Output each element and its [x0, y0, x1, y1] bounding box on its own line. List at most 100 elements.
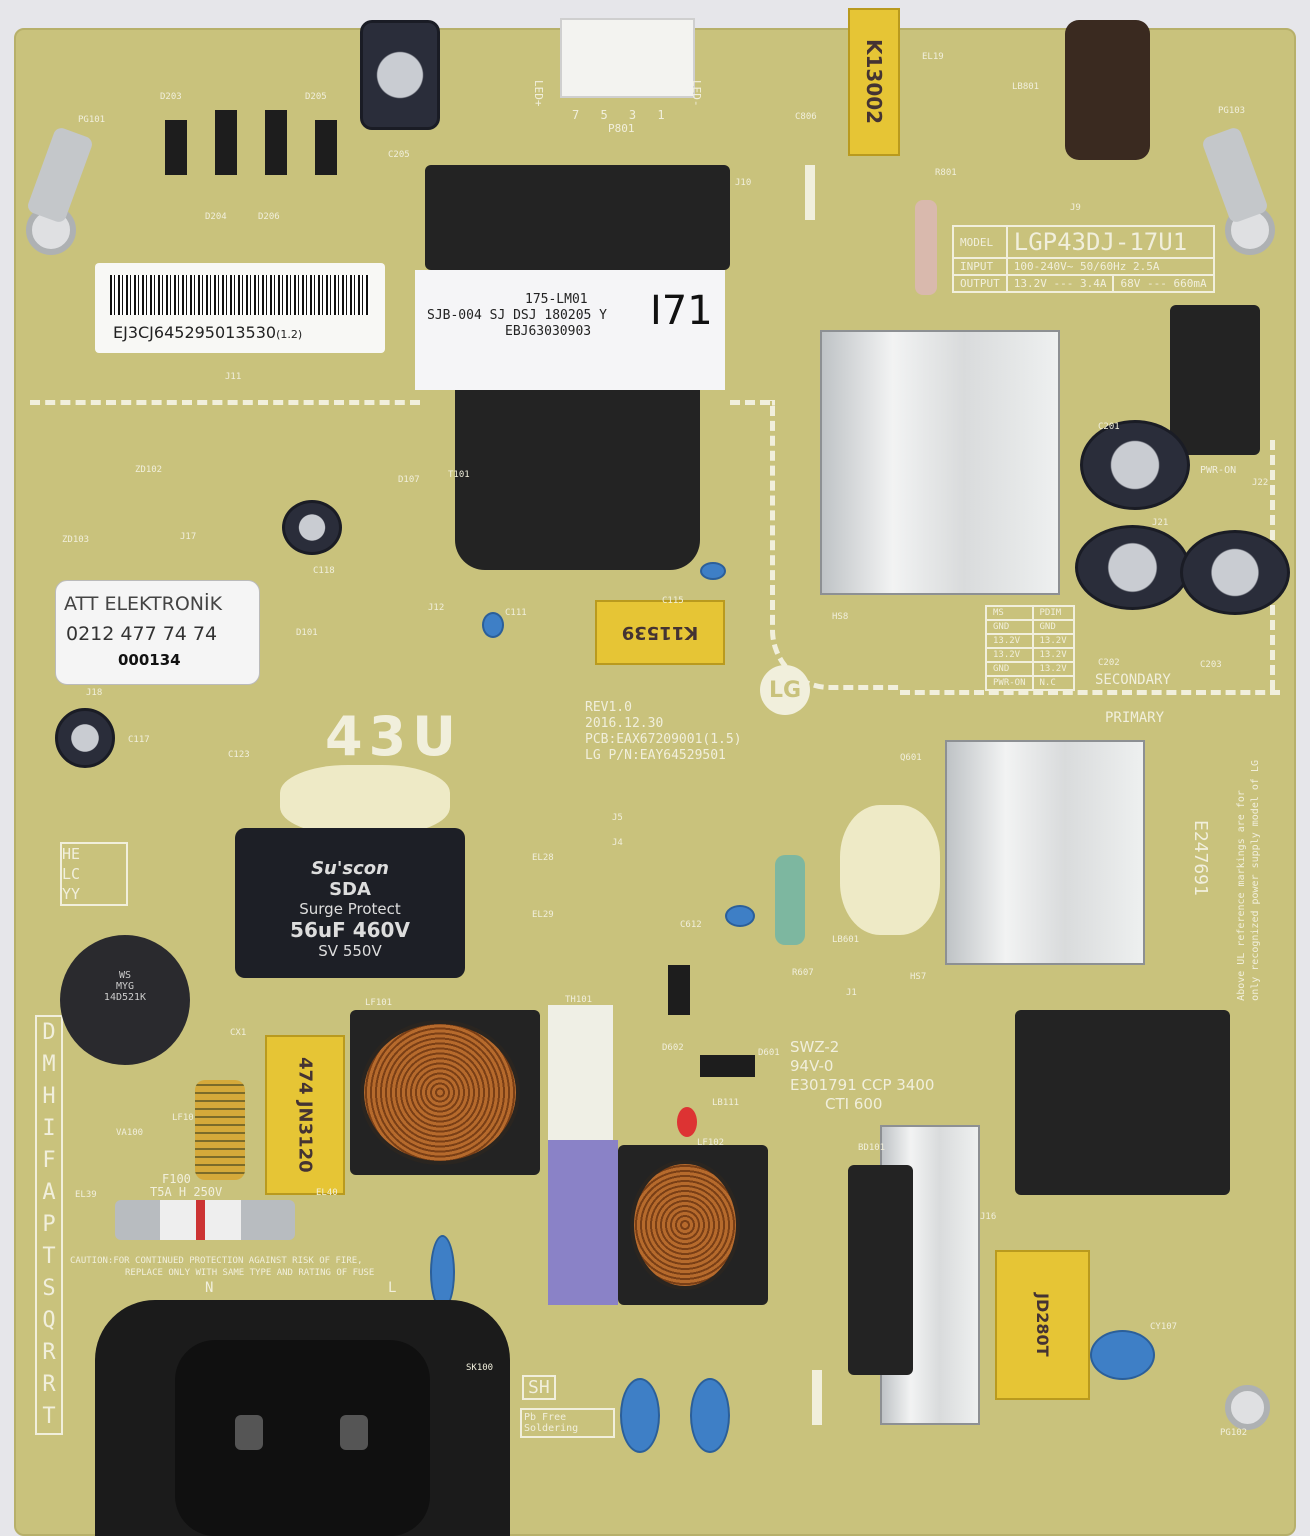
inductor-lf10 — [195, 1080, 245, 1180]
varistor-text: 14D521K — [103, 992, 147, 1003]
side-code-box: HE LC YY — [60, 842, 128, 906]
pin-header: PDIM — [1031, 605, 1075, 621]
heatsink-hs8 — [820, 330, 1060, 595]
ul-line: E301791 CCP 3400 — [790, 1076, 935, 1094]
reference-designator: C205 — [388, 150, 410, 160]
reference-designator: CX1 — [230, 1028, 247, 1038]
connector-ref: P801 — [608, 122, 635, 135]
ceramic-capacitor — [725, 905, 755, 927]
pin-cell: GND — [1031, 619, 1075, 635]
reference-designator: EL19 — [922, 52, 944, 62]
lg-logo: LG — [760, 665, 810, 715]
transformer-line3: EBJ63030903 — [505, 324, 592, 339]
reference-designator: LF101 — [365, 998, 393, 1008]
side-code: HE — [62, 845, 81, 863]
x-capacitor-jn3120: 474 JN3120 — [265, 1035, 345, 1195]
diode — [668, 965, 690, 1015]
ceramic-capacitor — [482, 612, 504, 638]
fuse-rating: T5A H 250V — [150, 1185, 223, 1199]
reference-designator: C203 — [1200, 660, 1222, 670]
transformer-t101-core — [455, 390, 700, 570]
reference-designator: HS7 — [910, 972, 927, 982]
pin-cell: GND — [985, 619, 1034, 635]
resistor-r801 — [915, 200, 937, 295]
pin-cell: 13.2V — [985, 647, 1034, 663]
varistor: WS MYG 14D521K — [60, 935, 190, 1065]
y-capacitor — [430, 1235, 455, 1310]
pin-cell: 13.2V — [1031, 647, 1075, 663]
barcode-sticker: EJ3CJ645295013530(1.2) — [95, 263, 385, 353]
socket-pin — [340, 1415, 368, 1450]
glue — [840, 805, 940, 935]
arrow-down-icon — [812, 1370, 832, 1425]
reference-designator: J5 — [612, 813, 623, 823]
reference-designator: R801 — [935, 168, 957, 178]
fuse-f100 — [115, 1200, 295, 1240]
reference-designator: D203 — [160, 92, 182, 102]
reference-designator: J12 — [428, 603, 445, 613]
reference-designator: LF102 — [697, 1138, 725, 1148]
cap-value: 56uF 460V — [290, 918, 410, 942]
output-key: OUTPUT — [952, 274, 1008, 293]
x-capacitor-purple — [548, 1140, 618, 1305]
side-code: YY — [62, 885, 81, 903]
output-value-1: 13.2V --- 3.4A — [1005, 274, 1115, 293]
led-minus-label: LED- — [690, 80, 703, 107]
varistor-text: MYG — [115, 981, 135, 992]
reference-designator: HS8 — [832, 612, 849, 622]
reference-designator: TH101 — [565, 995, 593, 1005]
y-capacitor — [690, 1378, 730, 1453]
isolation-line — [730, 400, 770, 405]
pin-cell: 13.2V — [1031, 661, 1075, 677]
input-key: INPUT — [952, 257, 1008, 276]
reference-designator: LF10 — [172, 1113, 194, 1123]
secondary-label: SECONDARY — [1095, 672, 1171, 688]
size-label: 43U — [325, 705, 462, 768]
barcode-number: EJ3CJ645295013530 — [113, 323, 277, 342]
transformer-code: I71 — [650, 288, 713, 334]
ac-socket[interactable] — [175, 1340, 430, 1536]
socket-pin — [235, 1415, 263, 1450]
mounting-hole — [1225, 1385, 1270, 1430]
bridge-rectifier-bd101 — [848, 1165, 913, 1375]
ul-note-line: Above UL reference markings are for — [1236, 790, 1247, 1001]
reference-designator: EL28 — [532, 853, 554, 863]
reference-designator: J22 — [1252, 478, 1269, 488]
part-number: LG P/N:EAY64529501 — [585, 748, 726, 763]
reference-designator: J21 — [1152, 518, 1169, 528]
pin-header: MS — [985, 605, 1034, 621]
reference-designator: C117 — [128, 735, 150, 745]
sh-label: SH — [522, 1375, 556, 1400]
dealer-phone: 0212 477 74 74 — [66, 623, 218, 645]
transformer-line2: SJB-004 SJ DSJ 180205 Y — [427, 308, 608, 323]
transformer-line1: 175-LM01 — [525, 292, 588, 307]
y-capacitor-jd280t: JD280T — [995, 1250, 1090, 1400]
varistor-text: WS — [118, 970, 132, 981]
ac-inlet[interactable] — [95, 1300, 510, 1536]
choke-winding — [630, 1160, 740, 1290]
reference-designator: C115 — [662, 596, 684, 606]
diode — [315, 120, 337, 175]
reference-designator: EL39 — [75, 1190, 97, 1200]
live-label: L — [388, 1280, 397, 1296]
reference-designator: PG101 — [78, 115, 106, 125]
transformer-standby — [1015, 1010, 1230, 1195]
transformer-label: 175-LM01 SJB-004 SJ DSJ 180205 Y EBJ6303… — [415, 270, 725, 390]
input-value: 100-240V~ 50/60Hz 2.5A — [1005, 257, 1215, 276]
glue — [280, 765, 450, 835]
y-capacitor — [620, 1378, 660, 1453]
reference-designator: D107 — [398, 475, 420, 485]
reference-designator: D602 — [662, 1043, 684, 1053]
capacitor-c117 — [55, 708, 115, 768]
reference-designator: BD101 — [858, 1143, 886, 1153]
isolation-line — [900, 690, 1280, 695]
caution-line: REPLACE ONLY WITH SAME TYPE AND RATING O… — [125, 1268, 375, 1278]
reference-designator: SK100 — [466, 1363, 494, 1373]
ul-line: CTI 600 — [825, 1095, 883, 1113]
fuse-ref: F100 — [162, 1172, 191, 1186]
reference-designator: CY107 — [1150, 1322, 1178, 1332]
reference-designator: J4 — [612, 838, 623, 848]
reference-designator: LB111 — [712, 1098, 740, 1108]
reference-designator: J10 — [735, 178, 752, 188]
